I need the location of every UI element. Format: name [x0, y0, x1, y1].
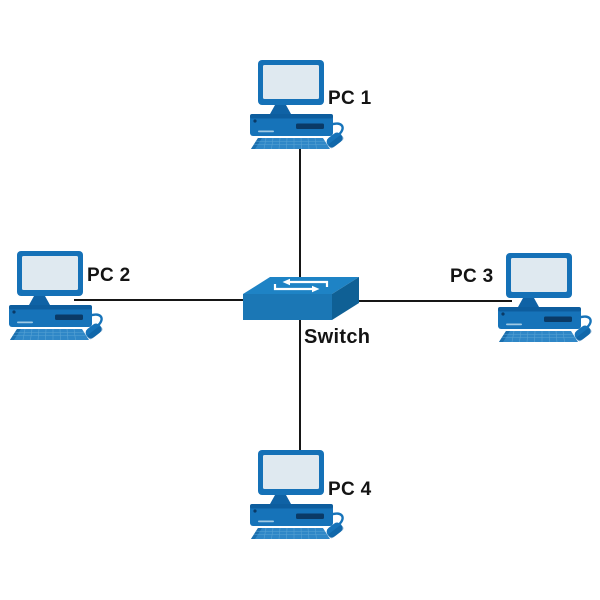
- node-label-pc1: PC 1: [328, 88, 372, 109]
- node-label-pc3: PC 3: [450, 266, 494, 287]
- node-pc3: [494, 251, 594, 343]
- node-label-switch: Switch: [304, 326, 371, 348]
- desktop-pc-icon: [5, 249, 105, 341]
- node-switch: [243, 277, 359, 321]
- node-label-pc4: PC 4: [328, 479, 372, 500]
- node-pc2: [5, 249, 105, 341]
- node-label-pc2: PC 2: [87, 265, 131, 286]
- desktop-pc-icon: [494, 251, 594, 343]
- network-switch-icon: [243, 277, 359, 321]
